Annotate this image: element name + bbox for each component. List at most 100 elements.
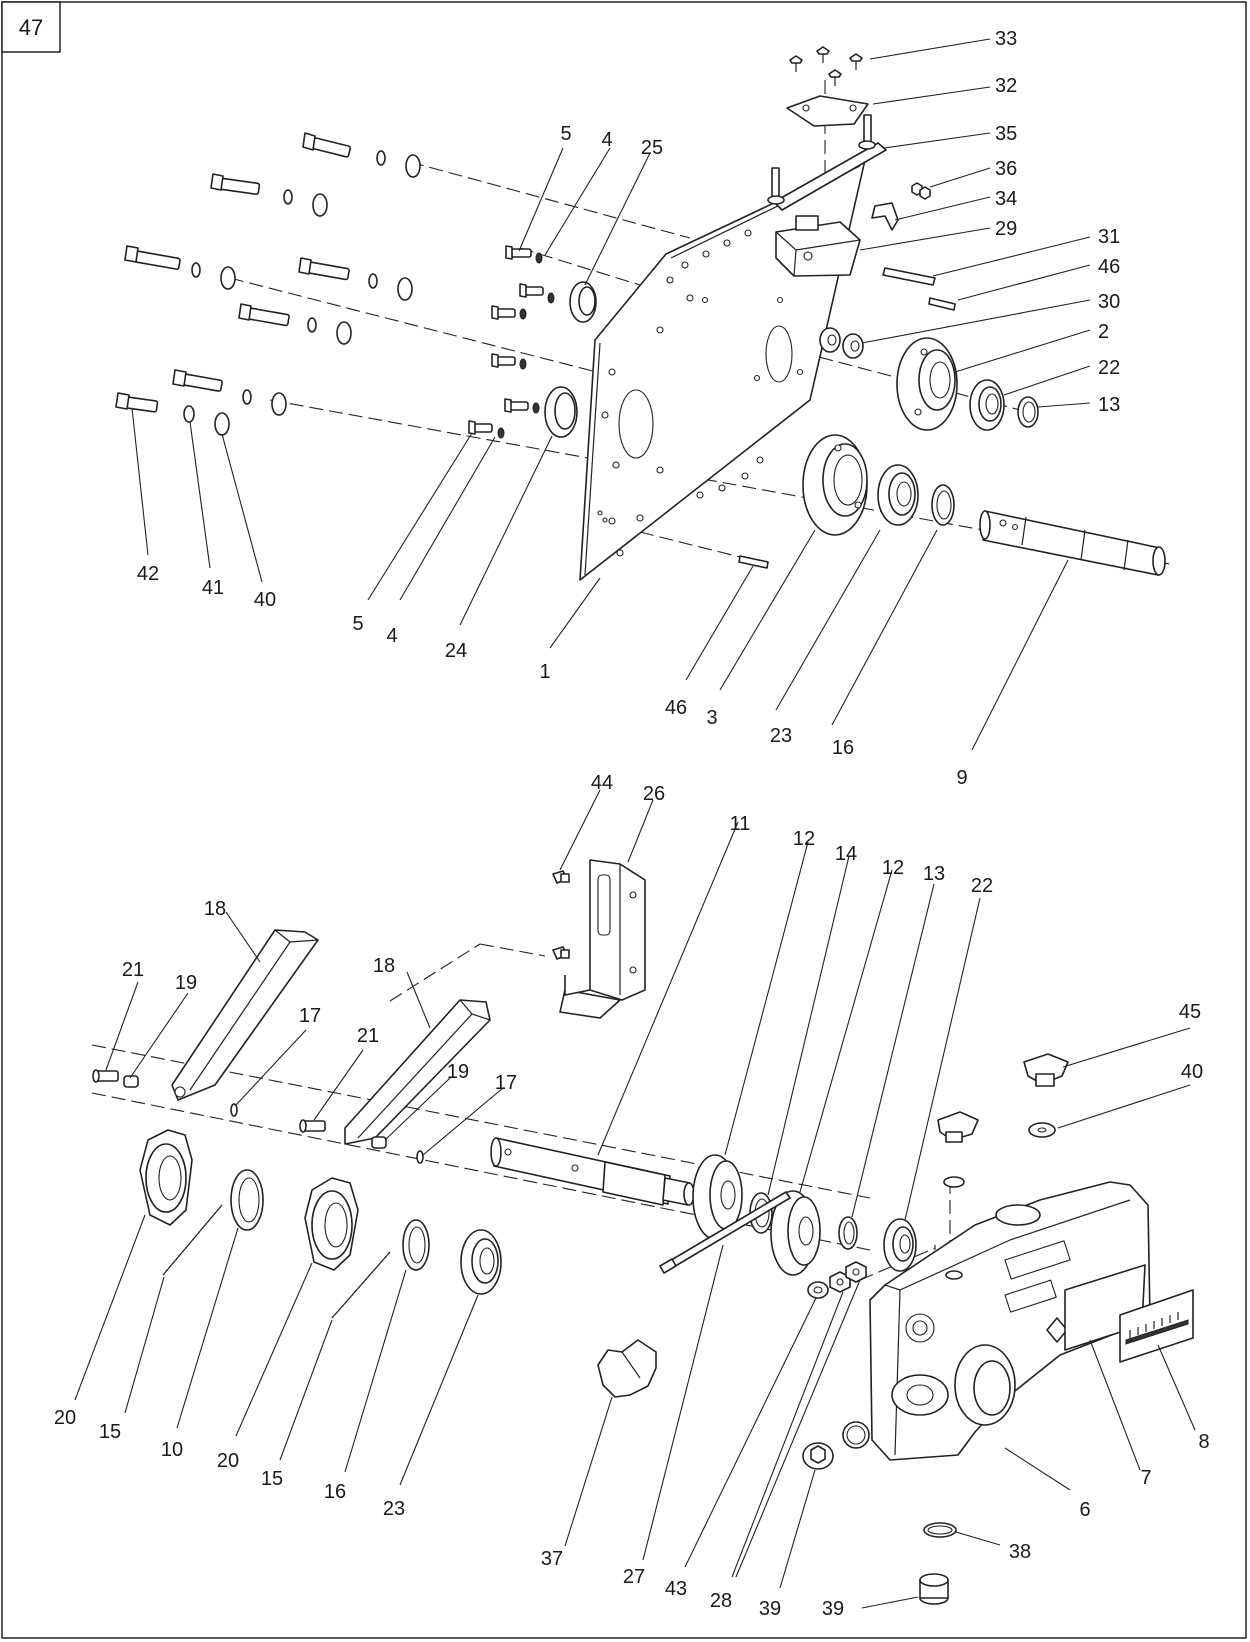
callout-18-left: 18 — [204, 898, 226, 920]
bushing-part-19-right — [371, 1136, 387, 1149]
page-number-box: 47 — [1, 1, 61, 53]
ring-part-10 — [230, 1169, 264, 1231]
housing-part-6 — [869, 1181, 1151, 1461]
pin-part-46-lower — [738, 555, 769, 569]
callout-22-lower: 22 — [971, 875, 993, 897]
scale-label-part-8 — [1119, 1289, 1194, 1363]
bearing-part-23-upper — [877, 464, 919, 526]
callout-46-lower: 46 — [665, 697, 687, 719]
callout-16-upper: 16 — [832, 737, 854, 759]
callout-24: 24 — [445, 640, 467, 662]
callout-23-lower: 23 — [383, 1498, 405, 1520]
lever-part-18-left — [171, 929, 319, 1101]
callout-4: 4 — [601, 129, 612, 151]
bushing-part-19-left — [123, 1075, 139, 1088]
plate-holes — [597, 229, 804, 557]
page-number: 47 — [19, 15, 43, 40]
callout-12-right: 12 — [882, 857, 904, 879]
callout-7: 7 — [1140, 1467, 1151, 1489]
flange-part-2 — [896, 337, 958, 431]
screws-part-33 — [789, 46, 863, 86]
ring-part-16-upper — [931, 484, 955, 526]
bearing-part-22-lower — [883, 1218, 917, 1272]
knob-housing-top — [937, 1111, 979, 1188]
clip-part-17-right — [416, 1150, 424, 1164]
callout-15-left: 15 — [99, 1421, 121, 1443]
callout-13: 13 — [1098, 394, 1120, 416]
plug-part-39-lower — [919, 1573, 949, 1605]
callout-6: 6 — [1079, 1499, 1090, 1521]
callout-37: 37 — [541, 1548, 563, 1570]
callout-45: 45 — [1179, 1001, 1201, 1023]
shaft-part-11 — [490, 1137, 695, 1206]
callout-20-right: 20 — [217, 1450, 239, 1472]
callout-30: 30 — [1098, 291, 1120, 313]
callout-43: 43 — [665, 1578, 687, 1600]
clip-part-34 — [871, 202, 899, 231]
callout-4-lower: 4 — [386, 625, 397, 647]
oring-housing — [842, 1421, 870, 1449]
bearing-part-23-lower — [460, 1229, 502, 1295]
pin-part-46-upper — [928, 297, 956, 311]
callout-42: 42 — [137, 563, 159, 585]
callout-15-right: 15 — [261, 1468, 283, 1490]
plate-part-32 — [786, 95, 869, 127]
callout-5-lower: 5 — [352, 613, 363, 635]
flange-part-3 — [802, 434, 868, 536]
nuts-part-28 — [829, 1261, 867, 1293]
bolt-set-upper-2 — [210, 173, 328, 217]
callout-28: 28 — [710, 1590, 732, 1612]
callout-26: 26 — [643, 783, 665, 805]
pulley-part-12-left — [692, 1154, 743, 1240]
callout-41: 41 — [202, 577, 224, 599]
pin-part-21-left — [92, 1069, 119, 1083]
callout-33: 33 — [995, 28, 1017, 50]
callout-14: 14 — [835, 843, 857, 865]
callout-35: 35 — [995, 123, 1017, 145]
bushings-part-30 — [819, 327, 864, 359]
bearing-part-24 — [544, 386, 578, 438]
callout-20-left: 20 — [54, 1407, 76, 1429]
shaft-part-9 — [979, 510, 1166, 576]
callout-46: 46 — [1098, 256, 1120, 278]
flange-part-20-left — [139, 1129, 193, 1226]
screws-part-5-4 — [468, 245, 555, 439]
ring-part-13-lower — [838, 1216, 858, 1250]
callout-11: 11 — [730, 813, 751, 835]
callout-32: 32 — [995, 75, 1017, 97]
knob-part-45 — [1023, 1053, 1069, 1087]
callout-17-right: 17 — [495, 1072, 517, 1094]
spring-part-15-right — [331, 1251, 391, 1319]
callout-34: 34 — [995, 188, 1017, 210]
pin-part-31 — [882, 267, 936, 286]
callout-18-right: 18 — [373, 955, 395, 977]
bolt-set-upper-1 — [302, 132, 421, 178]
washer-part-43 — [807, 1281, 829, 1299]
callout-8: 8 — [1198, 1431, 1209, 1453]
bolt-set-upper-5 — [238, 303, 352, 345]
callout-27: 27 — [623, 1566, 645, 1588]
oring-part-38 — [923, 1522, 957, 1538]
callout-2: 2 — [1098, 321, 1109, 343]
rod-part-27 — [659, 1191, 791, 1274]
callout-12-left: 12 — [793, 828, 815, 850]
callout-31: 31 — [1098, 226, 1120, 248]
plug-part-39-upper — [802, 1442, 834, 1470]
callout-19-right: 19 — [447, 1061, 469, 1083]
callout-21-left: 21 — [122, 959, 144, 981]
callout-29: 29 — [995, 218, 1017, 240]
flange-part-20-right — [304, 1177, 359, 1271]
callout-40: 40 — [254, 589, 276, 611]
callout-labels: 33 32 35 36 34 29 31 46 30 2 22 13 5 4 2… — [54, 28, 1210, 1620]
callout-39-lower: 39 — [822, 1598, 844, 1620]
callout-17-left: 17 — [299, 1005, 321, 1027]
bar-part-35 — [767, 114, 887, 211]
screws-part-44 — [552, 870, 570, 960]
callout-13-lower: 13 — [923, 863, 945, 885]
washer-part-40-lower — [1028, 1122, 1056, 1138]
bolt-set-upper-4 — [298, 257, 413, 301]
lower-leader-lines — [74, 789, 1196, 1609]
callout-40-lower: 40 — [1181, 1061, 1203, 1083]
callout-22: 22 — [1098, 357, 1120, 379]
